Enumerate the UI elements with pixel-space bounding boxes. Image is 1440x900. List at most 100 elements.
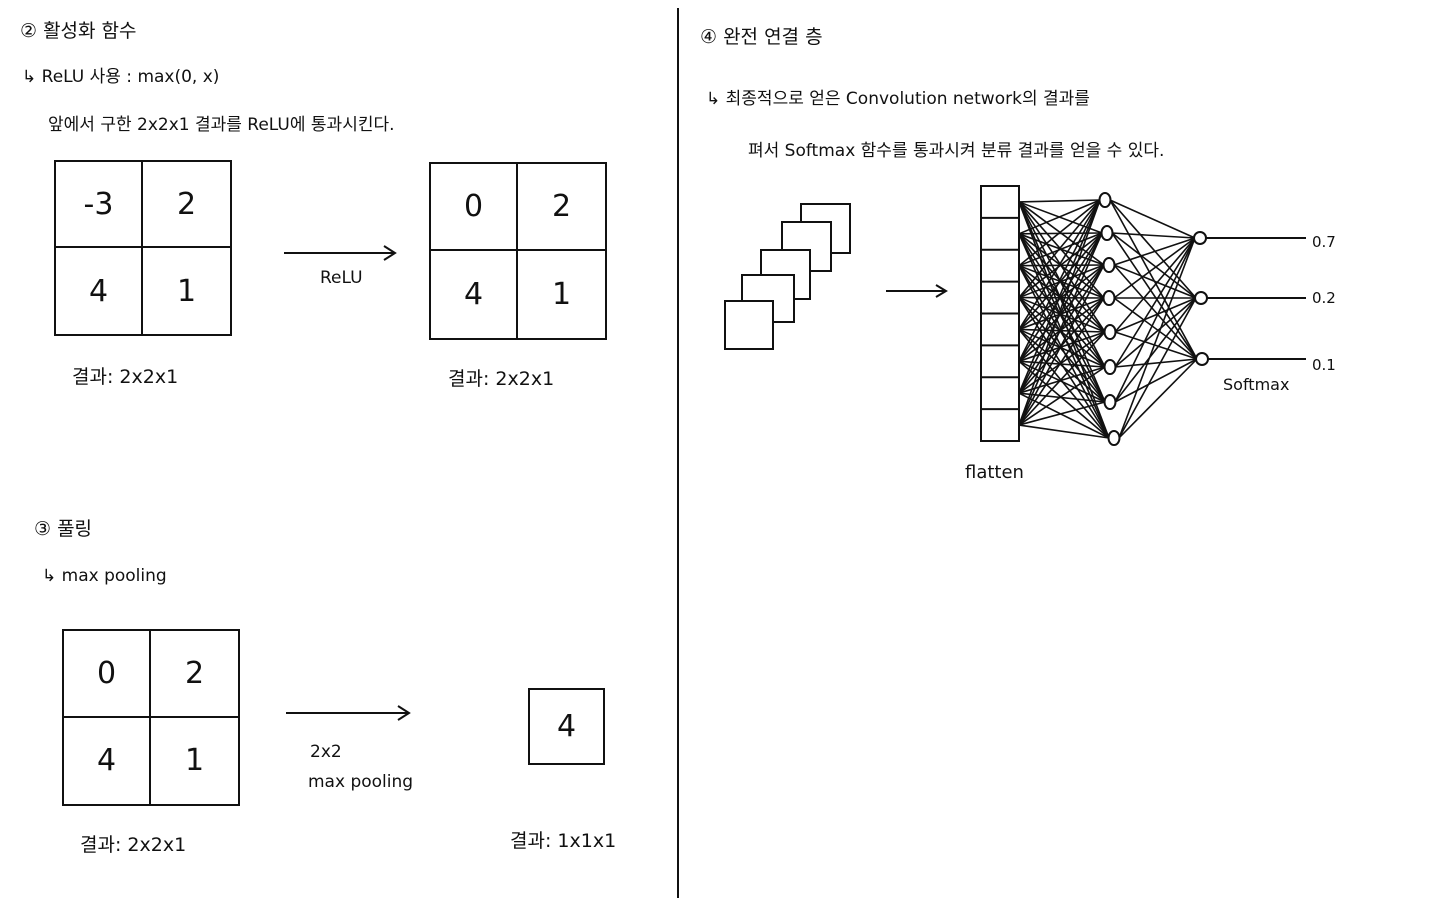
connection-line [1111, 232, 1197, 299]
connection-line [1018, 232, 1103, 267]
relu-arrow-label: ReLU [320, 268, 363, 288]
connection-line [1114, 358, 1198, 368]
connection-line [1018, 199, 1101, 299]
connection-line [1018, 264, 1105, 394]
connection-line [1114, 237, 1196, 333]
connection-line [1109, 199, 1196, 239]
connection-line [1018, 366, 1106, 426]
output-value-1: 0.7 [1312, 233, 1336, 251]
connection-line [1114, 297, 1197, 368]
connection-line [1018, 331, 1106, 363]
output-neuron [1193, 231, 1207, 245]
network-connections [1018, 199, 1198, 439]
connection-line [1113, 237, 1196, 299]
feature-map-stack [724, 203, 851, 350]
connection-line [1018, 201, 1106, 368]
output-neuron [1194, 291, 1208, 305]
output-layer [1193, 231, 1209, 366]
pooling-arrow [286, 705, 411, 721]
connection-line [1018, 264, 1105, 331]
fc-heading: ④ 완전 연결 층 [700, 26, 823, 48]
connection-line [1118, 237, 1196, 439]
connection-line [1118, 358, 1198, 439]
connection-line [1018, 328, 1106, 333]
connection-line [1018, 199, 1101, 203]
grid-cell: 0 [64, 631, 151, 718]
grid-cell: 1 [551, 277, 572, 312]
flatten-arrow [886, 284, 948, 298]
connection-line [1018, 264, 1105, 426]
connection-line [1018, 360, 1106, 403]
hidden-neuron [1100, 225, 1114, 241]
connection-line [1018, 233, 1106, 333]
hidden-neuron [1103, 394, 1117, 410]
grid-cell: 4 [431, 251, 518, 338]
activation-description: 앞에서 구한 2x2x1 결과를 ReLU에 통과시킨다. [48, 115, 395, 135]
flatten-label: flatten [965, 462, 1024, 483]
connection-line [1114, 331, 1198, 360]
pooling-output-cell: 4 [528, 688, 605, 765]
connection-line [1018, 199, 1101, 394]
fc-description-line1: ↳ 최종적으로 얻은 Convolution network의 결과를 [706, 89, 1090, 109]
hidden-neuron [1102, 290, 1116, 306]
hidden-neuron [1103, 324, 1117, 340]
connection-line [1111, 232, 1198, 360]
connection-line [1018, 199, 1101, 330]
relu-input-grid: -3 2 4 1 [54, 160, 232, 336]
output-lines [1206, 237, 1306, 360]
connection-line [1018, 360, 1106, 368]
output-value-3: 0.1 [1312, 356, 1336, 374]
hidden-neuron [1103, 359, 1117, 375]
connection-line [1018, 366, 1106, 394]
pooling-arrow-label-method: max pooling [308, 772, 414, 792]
grid-cell: 1 [176, 273, 197, 309]
grid-cell: 2 [151, 631, 238, 718]
activation-relu-line: ↳ ReLU 사용 : max(0, x) [22, 67, 220, 87]
grid-cell: 4 [64, 717, 151, 804]
connection-line [1018, 328, 1106, 403]
connection-line [1018, 233, 1106, 403]
pooling-output-result: 결과: 1x1x1 [510, 830, 617, 852]
connection-line [1018, 232, 1103, 235]
relu-input-result: 결과: 2x2x1 [72, 366, 179, 388]
hidden-neuron [1098, 192, 1112, 208]
output-neuron [1195, 352, 1209, 366]
softmax-label: Softmax [1223, 375, 1289, 394]
connection-line [1018, 232, 1103, 299]
pooling-input-grid: 0 2 4 1 [62, 629, 240, 806]
connection-line [1018, 201, 1106, 403]
pooling-heading: ③ 풀링 [34, 518, 93, 540]
connection-line [1018, 328, 1106, 368]
connection-line [1018, 199, 1101, 362]
pooling-arrow-label-size: 2x2 [310, 742, 342, 762]
connection-line [1018, 232, 1103, 426]
connection-line [1018, 297, 1105, 426]
connection-line [1018, 265, 1106, 368]
connection-line [1018, 297, 1106, 403]
connection-line [1018, 199, 1101, 235]
connection-line [1018, 232, 1103, 330]
connection-line [1109, 199, 1198, 360]
connection-line [1114, 237, 1196, 368]
connection-line [1113, 237, 1196, 266]
relu-output-result: 결과: 2x2x1 [448, 368, 555, 390]
connection-line [1018, 331, 1106, 426]
connection-line [1018, 233, 1106, 368]
section-divider [677, 8, 679, 898]
connection-line [1018, 232, 1103, 394]
connection-line [1109, 199, 1197, 299]
output-value-2: 0.2 [1312, 289, 1336, 307]
hidden-layer [1098, 192, 1121, 446]
connection-line [1018, 296, 1106, 368]
connection-line [1118, 297, 1197, 439]
connection-line [1018, 392, 1110, 439]
connection-line [1018, 199, 1101, 267]
connection-line [1114, 358, 1198, 403]
connection-line [1113, 264, 1198, 360]
grid-cell: 2 [518, 164, 605, 251]
connection-line [1114, 237, 1196, 403]
connection-line [1113, 297, 1198, 360]
grid-cell: 2 [143, 162, 230, 248]
feature-map [724, 300, 774, 350]
relu-arrow [284, 245, 397, 261]
